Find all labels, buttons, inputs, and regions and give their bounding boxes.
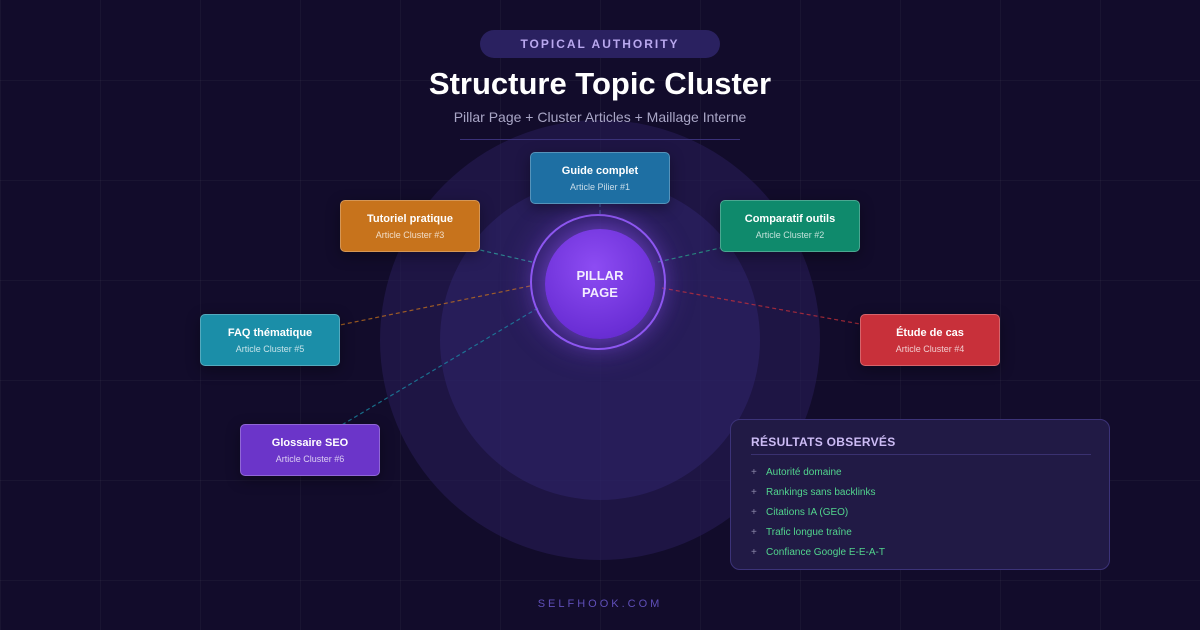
node-title: Comparatif outils [744,212,836,225]
node-title: Étude de cas [896,326,964,339]
pillar-label-line1: PILLAR [576,268,624,283]
result-label: Citations IA (GEO) [766,506,849,518]
link-node-6 [339,307,539,427]
node-subtitle: Article Cluster #6 [275,453,345,464]
node-guide-complet[interactable]: Guide complet Article Pilier #1 [530,152,670,204]
result-item: + Citations IA (GEO) [751,502,885,522]
node-etude-de-cas[interactable]: Étude de cas Article Cluster #4 [860,314,1000,366]
node-tutoriel-pratique[interactable]: Tutoriel pratique Article Cluster #3 [340,200,480,252]
result-label: Autorité domaine [766,466,842,478]
topic-badge: TOPICAL AUTHORITY [480,30,720,58]
results-panel: RÉSULTATS OBSERVÉS + Autorité domaine + Ra… [730,419,1110,570]
plus-icon: + [751,466,757,478]
node-title: Glossaire SEO [271,436,349,449]
node-subtitle: Article Cluster #2 [755,229,825,240]
plus-icon: + [751,486,757,498]
result-label: Confiance Google E-E-A-T [766,546,885,558]
node-title: Tutoriel pratique [367,212,453,225]
page-subtitle: Pillar Page + Cluster Articles + Maillag… [453,109,747,125]
plus-icon: + [751,526,757,538]
link-node-2 [657,247,721,263]
result-item: + Confiance Google E-E-A-T [751,542,885,562]
result-item: + Autorité domaine [751,462,885,482]
link-node-4 [661,287,861,325]
plus-icon: + [751,546,757,558]
result-item: + Trafic longue traîne [751,522,885,542]
node-subtitle: Article Cluster #5 [235,343,305,354]
node-faq-thematique[interactable]: FAQ thématique Article Cluster #5 [200,314,340,366]
node-comparatif-outils[interactable]: Comparatif outils Article Cluster #2 [720,200,860,252]
node-subtitle: Article Pilier #1 [569,181,631,192]
pillar-label-line2: PAGE [582,285,618,300]
results-title: RÉSULTATS OBSERVÉS [751,435,896,449]
link-node-3 [479,249,533,263]
node-subtitle: Article Cluster #3 [375,229,445,240]
result-item: + Rankings sans backlinks [751,482,885,502]
page-title: Structure Topic Cluster [428,66,772,101]
node-glossaire-seo[interactable]: Glossaire SEO Article Cluster #6 [240,424,380,476]
results-divider [751,454,1091,455]
results-list: + Autorité domaine + Rankings sans backlin… [751,462,885,562]
node-title: Guide complet [561,164,639,177]
plus-icon: + [751,506,757,518]
result-label: Rankings sans backlinks [766,486,876,498]
link-node-5 [339,285,531,326]
header-divider [460,139,740,140]
node-subtitle: Article Cluster #4 [895,343,965,354]
node-title: FAQ thématique [227,326,313,339]
pillar-page-node[interactable]: PILLAR PAGE [545,229,655,339]
footer-brand: SELFHOOK.COM [537,598,663,610]
result-label: Trafic longue traîne [766,526,852,538]
